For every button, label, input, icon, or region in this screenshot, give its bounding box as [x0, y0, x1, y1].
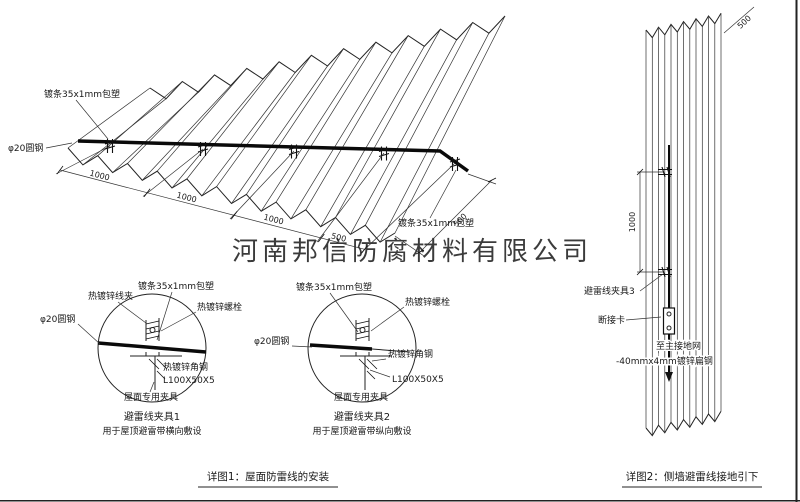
disconnect-card-bolt-top — [666, 311, 672, 317]
roof-label-round-steel: φ20圆钢 — [8, 142, 43, 154]
leader-d2-strip — [329, 292, 359, 333]
roof-valley-lines — [82, 33, 490, 243]
detail-1-angle-hatch — [148, 358, 168, 380]
detail-1-label-wire-clamp: 热镀锌线夹 — [88, 290, 133, 302]
roof-label-strip-bottom: 镀条35x1mm包塑 — [398, 217, 474, 229]
disconnect-card-bolt-bottom — [666, 325, 672, 331]
detail-1-subtitle: 用于屋顶避雷带横向敷设 — [102, 425, 201, 437]
detail-2-circle — [307, 293, 417, 403]
detail-1: 热镀锌线夹 镀条35x1mm包塑 热镀锌螺栓 φ20圆钢 热镀锌角钢 L100X… — [40, 280, 242, 437]
figure-1-caption: 详图1：屋面防雷线的安装 — [207, 470, 330, 483]
detail-2-label-round-steel: φ20圆钢 — [254, 335, 289, 347]
detail-1-clamp-hatch — [145, 320, 160, 340]
leader-d2-angle-size — [369, 369, 391, 378]
leader-d1-strip — [156, 291, 173, 341]
wall-dim-label-500: 500 — [736, 14, 753, 31]
detail-2-clamp-strip — [355, 318, 370, 356]
detail-2-wire — [309, 343, 373, 351]
wall-label-disconnect: 断接卡 — [598, 314, 625, 326]
detail-1-label-angle-size: L100X50X5 — [163, 376, 215, 386]
wall-dim-label-1000: 1000 — [628, 212, 637, 232]
dimension-ticks — [56, 165, 368, 254]
wall-label-to-ground: 至主接地网 — [656, 340, 701, 352]
detail-1-label-angle-steel: 热镀锌角钢 — [163, 361, 208, 373]
detail-1-title: 避雷线夹具1 — [124, 410, 180, 423]
detail-2-angle-steel — [340, 355, 392, 390]
leader-strip-top — [75, 99, 109, 140]
detail-1-label-bolt: 热镀锌螺栓 — [197, 301, 242, 313]
detail-2-label-angle-size: L100X50X5 — [392, 375, 444, 385]
dimension-line-right — [419, 179, 493, 253]
dim-label-1000-2: 1000 — [176, 191, 198, 205]
leader-strip-bottom — [429, 169, 457, 219]
detail-2-angle-hatch — [358, 358, 378, 380]
detail-1-label-round-steel: φ20圆钢 — [40, 313, 75, 325]
leader-d2-round-steel — [291, 345, 313, 348]
detail-1-label-strip: 镀条35x1mm包塑 — [138, 280, 214, 292]
detail-1-wire — [98, 341, 206, 354]
detail-2-label-roof-clamp: 屋面专用夹具 — [334, 391, 388, 403]
leader-d1-bolt — [160, 311, 197, 332]
ground-arrow — [665, 372, 673, 382]
leader-d1-round-steel — [77, 323, 101, 345]
detail-1-circle — [97, 293, 207, 403]
wall-label-flat-steel: -40mmx4mm镀锌扁钢 — [616, 355, 713, 367]
detail-2: 镀条35x1mm包塑 热镀锌螺栓 φ20圆钢 热镀锌角钢 L100X50X5 屋… — [254, 281, 450, 437]
detail-1-bolt-head — [149, 327, 156, 333]
leader-round-steel — [45, 142, 73, 149]
detail-2-label-bolt: 热镀锌螺栓 — [405, 296, 450, 308]
detail-1-clamp-strip — [145, 318, 160, 356]
detail-2-clamp-hatch — [355, 320, 370, 340]
detail-1-angle-steel — [130, 355, 182, 390]
detail-2-subtitle: 用于屋顶避雷带纵向敷设 — [312, 425, 411, 437]
roof-view: 1000 1000 1000 500 500 镀条35x1mm包塑 φ20圆钢 … — [8, 15, 506, 257]
wall-dim-extensions — [637, 171, 663, 273]
roof-near-zigzag-edge — [67, 147, 396, 243]
leader-d1-wire-clamp — [117, 301, 147, 324]
dimension-chain-line — [59, 169, 365, 250]
detail-2-wire-thin — [371, 348, 411, 353]
detail-1-label-roof-clamp: 屋面专用夹具 — [124, 391, 178, 403]
leader-d2-angle-steel — [371, 358, 387, 362]
leader-clamp3 — [639, 273, 664, 292]
dim-label-500-1: 500 — [330, 231, 347, 244]
wall-dim-ticks — [636, 168, 644, 276]
lightning-wire — [77, 139, 470, 173]
captions: 详图1：屋面防雷线的安装 详图2：侧墙避雷线接地引下 — [198, 470, 762, 488]
leader-d2-bolt — [370, 306, 405, 332]
detail-2-bolt-head — [359, 327, 366, 333]
roof-ridge-lines — [67, 15, 506, 234]
detail-2-internals — [309, 318, 411, 390]
leader-disconnect — [625, 316, 662, 321]
wall-view: 1000 500 避雷线夹具3 断接卡 至主接地网 -40mmx4mm镀锌扁钢 — [584, 6, 755, 437]
detail-2-title: 避雷线夹具2 — [334, 410, 390, 423]
detail-2-label-strip: 镀条35x1mm包塑 — [296, 281, 372, 293]
detail-2-label-angle-steel: 热镀锌角钢 — [388, 348, 433, 360]
dimension-extension-lines — [55, 145, 456, 254]
wall-dim-top-line — [723, 6, 755, 34]
figure-2-caption: 详图2：侧墙避雷线接地引下 — [626, 470, 759, 483]
detail-1-internals — [98, 318, 206, 390]
wall-corrugation-lines — [645, 13, 722, 436]
company-watermark: 河南邦信防腐材料有限公司 — [232, 237, 592, 267]
wall-label-clamp3: 避雷线夹具3 — [584, 285, 635, 297]
roof-label-strip-top: 镀条35x1mm包塑 — [44, 88, 120, 100]
dimension-ticks-right — [415, 177, 497, 255]
dim-label-1000-3: 1000 — [263, 213, 285, 227]
leader-d1-roof-clamp — [149, 381, 155, 393]
